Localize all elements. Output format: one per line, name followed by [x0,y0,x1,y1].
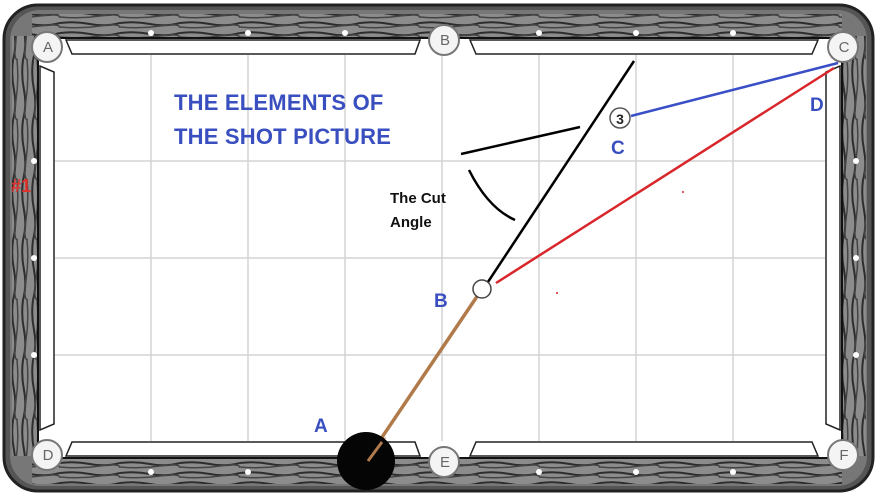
pocket-label-c: C [838,39,850,56]
point-label-d: D [810,95,824,116]
cut-angle-label: The Cut Angle [390,187,446,235]
pocket-label-d: D [42,447,54,464]
ghost-ball-to-pocket-line [495,66,835,285]
object-ball-number: 3 [616,111,624,127]
line-of-aim [482,60,636,289]
object-ball-to-pocket-line [630,61,839,118]
cue-ball-path [368,294,480,456]
pockets [31,24,859,478]
table-cushions [37,37,843,459]
cut-angle-indicator [460,125,581,222]
cue-ball-path-overlay [366,441,384,462]
point-label-a: A [314,416,328,437]
title-line-1: THE ELEMENTS OF [174,90,384,115]
point-label-b: B [434,291,448,312]
stray-mark [556,292,558,294]
pocket-label-a: A [42,39,53,56]
pocket-label-b: B [439,32,450,49]
object-ball [609,107,631,129]
cue-ball [337,432,395,490]
pocket-label-e: E [439,454,450,471]
cut-angle-label-line-2: Angle [390,214,432,231]
point-label-c: C [611,138,625,159]
cut-angle-label-line-1: The Cut [390,190,446,207]
table-grid [55,55,825,441]
ghost-ball [472,279,492,299]
stray-mark [682,191,684,193]
pocket-label-f: F [839,447,849,464]
title-line-2: THE SHOT PICTURE [174,124,392,149]
rail-diamonds [31,30,859,475]
diagram-number: #1 [11,176,32,196]
